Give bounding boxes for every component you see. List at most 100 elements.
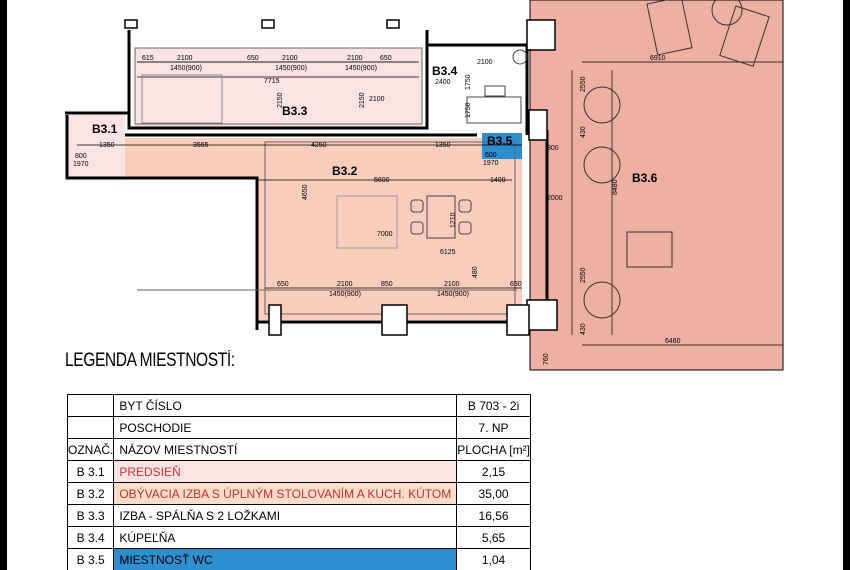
dim-615: 615 [142,55,154,62]
sofa [336,195,398,249]
dim-650d: 650 [510,281,522,288]
dim-7715: 7715 [264,78,280,85]
legend-code: B 3.5 [66,548,115,570]
dim-800c: 800 [547,145,559,152]
dim-2100a: 2100 [177,55,193,62]
legend-area: 5,65 [456,526,531,549]
dim-6910: 6910 [650,55,666,62]
dim-1450c: 1450(900) [345,65,377,72]
bed [141,74,223,124]
bathroom-fill [429,48,529,128]
dim-850: 850 [381,281,393,288]
dim-3565: 3565 [193,142,209,149]
dim-2100d: 2100 [369,96,385,103]
legend-room-name: IZBA - SPÁLŇA S 2 LOŽKAMI [113,504,458,527]
legend-area: 2,15 [456,460,531,483]
legend-room-name: NÁZOV MIESTNOSTÍ [113,438,458,461]
pillars [124,19,558,336]
dim-1450d: 1450(900) [329,291,361,298]
legend-code [66,416,115,439]
dim-1400: 1400 [490,177,506,184]
dim-8480: 8480 [612,179,619,195]
vertical-dimension-texts: 2150 2150 1750 1750 4650 1210 480 2550 8… [277,74,619,365]
legend-area: PLOCHA [m²] [456,438,531,461]
dim-6125: 6125 [440,249,456,256]
legend-code: B 3.3 [66,504,115,527]
dim-2100g: 2100 [444,281,460,288]
legend-room-name: PREDSIEŇ [113,460,458,483]
legend-area: 35,00 [456,482,531,505]
legend-area: 1,04 [456,548,531,570]
room-label-b31: B3.1 [92,122,118,136]
dim-480: 480 [472,266,479,278]
dim-6460: 6460 [665,338,681,345]
dim-1970c: 1970 [483,160,499,167]
legend-room-name: OBÝVACIA IZBA S ÚPLNÝM STOLOVANÍM A KUCH… [113,482,458,505]
dim-2100c: 2100 [347,55,363,62]
dim-650a: 650 [247,55,259,62]
legend-room-name: KÚPEĽŇA [113,526,458,549]
dim-650b: 650 [380,55,392,62]
legend-code: B 3.4 [66,526,115,549]
dimension-lines [77,61,783,346]
legend-area: B 703 - 2i [456,394,531,417]
dim-1450e: 1450(900) [437,291,469,298]
room-label-b33: B3.3 [282,104,308,118]
floor-plan-sheet: B3.1 B3.2 B3.3 B3.4 B3.5 B3.6 615 2100 1… [7,0,843,570]
legend-area: 7. NP [456,416,531,439]
legend-code [66,394,115,417]
dining-chairs [410,199,472,235]
room-label-b36: B3.6 [632,171,658,185]
dim-1450a: 1450(900) [170,65,202,72]
dim-2150b: 2150 [359,92,366,108]
legend-code: B 3.1 [66,460,115,483]
living-room-fill [125,138,522,320]
dining-table [426,195,456,239]
dim-2100e: 2100 [477,59,493,66]
dim-1970a: 1970 [73,161,89,168]
dim-2550b: 2550 [580,267,587,283]
dim-2100f: 2100 [337,281,353,288]
terrace-furniture [583,0,770,319]
dim-1350: 1350 [99,142,115,149]
dim-2400: 2400 [435,79,451,86]
dim-760: 760 [543,353,550,365]
dimension-texts: 615 2100 1450(900) 650 2100 1450(900) 77… [73,55,681,345]
dim-7000: 7000 [377,231,393,238]
dim-430a: 430 [580,126,587,138]
room-label-b34: B3.4 [432,64,458,78]
dim-5600: 5600 [374,177,390,184]
dim-1350b: 1350 [435,142,451,149]
legend-code: B 3.2 [66,482,115,505]
dim-2000c: 2000 [547,195,563,202]
dim-2100b: 2100 [282,55,298,62]
dim-2150: 2150 [277,92,284,108]
dim-650c: 650 [277,281,289,288]
legend-room-name: MIESTNOSŤ WC [113,548,458,570]
dim-1750b: 1750 [465,102,472,118]
dim-4650: 4650 [302,184,309,200]
dim-1750a: 1750 [465,74,472,90]
legend-room-name: POSCHODIE [113,416,458,439]
terrace-outline [529,0,784,371]
dim-1450b: 1450(900) [275,65,307,72]
legend-title: LEGENDA MIESTNOSTÍ: [65,350,235,371]
dim-4250: 4250 [311,142,327,149]
room-label-b35: B3.5 [487,134,513,148]
dim-800a: 800 [75,153,87,160]
legend-room-name: BYT ČÍSLO [113,394,458,417]
legend-code: OZNAČ. [66,438,115,461]
dim-1210: 1210 [450,212,457,228]
room-label-b32: B3.2 [332,164,358,178]
dim-600: 600 [485,152,497,159]
bathroom-fixtures [466,49,528,124]
